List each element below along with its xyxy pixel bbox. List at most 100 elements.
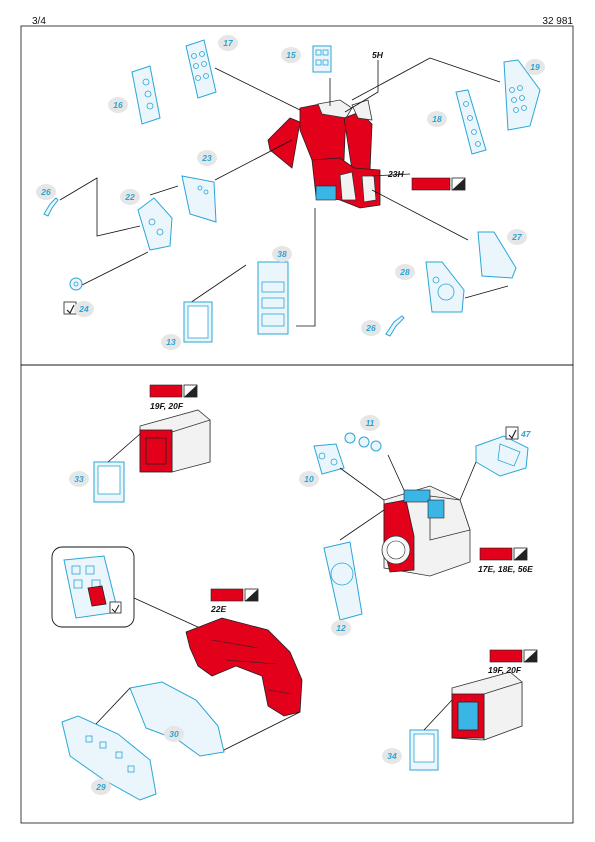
half-tone-square-icon [452, 178, 465, 190]
code-c3: 22E [210, 604, 226, 614]
svg-text:18: 18 [432, 114, 442, 124]
svg-text:19: 19 [530, 62, 540, 72]
svg-text:22: 22 [124, 192, 135, 202]
label-27: 27 [507, 229, 527, 245]
part-16-panel [131, 65, 161, 125]
svg-text:13: 13 [166, 337, 176, 347]
label-47: 47 [520, 429, 532, 439]
svg-text:11: 11 [366, 418, 375, 428]
svg-text:12: 12 [336, 623, 346, 633]
label-15: 15 [281, 47, 301, 63]
svg-text:29: 29 [95, 782, 106, 792]
paint-chip-c3 [210, 588, 259, 602]
label-5h: 5H [372, 50, 384, 60]
label-13: 13 [161, 334, 181, 350]
label-12: 12 [331, 620, 351, 636]
bend-symbol-icon [66, 304, 75, 315]
part-13-frame [183, 301, 213, 343]
cockpit-console-assembly [267, 99, 381, 209]
leader-30 [223, 711, 301, 751]
label-26a: 26 [36, 184, 56, 200]
svg-text:30: 30 [169, 729, 179, 739]
part-19-panel [503, 59, 541, 131]
label-23h: 23H [387, 169, 404, 179]
part-15-panel [312, 45, 332, 73]
lower-panel-frame [20, 364, 574, 824]
svg-text:24: 24 [78, 304, 89, 314]
label-17: 17 [218, 35, 238, 51]
paint-chip-c1 [149, 384, 198, 398]
part-29-panel [61, 715, 157, 801]
upper-panel-frame [20, 25, 574, 366]
inset-detail [51, 546, 135, 628]
part-18-panel [455, 89, 487, 155]
part-26-lever-b [385, 315, 405, 337]
leader-29 [95, 687, 131, 725]
svg-text:28: 28 [399, 267, 410, 277]
part-24-wheel [69, 277, 83, 291]
part-30-panel [129, 681, 225, 757]
instrument-box-34 [451, 671, 523, 741]
part-23-panel [181, 175, 217, 223]
label-33: 33 [69, 471, 89, 487]
leader-47 [459, 461, 477, 501]
half-tone-square-icon [245, 589, 258, 601]
label-10: 10 [299, 471, 319, 487]
leader-34 [423, 699, 453, 731]
fold-symbol-icon [111, 604, 120, 613]
svg-text:10: 10 [304, 474, 314, 484]
half-tone-square-icon [524, 650, 537, 662]
instrument-box-33 [139, 409, 211, 473]
label-28: 28 [395, 264, 415, 280]
svg-text:26: 26 [40, 187, 51, 197]
label-38: 38 [272, 246, 292, 262]
instrument-box-right [381, 485, 471, 577]
leader-12 [339, 509, 385, 541]
label-16: 16 [108, 97, 128, 113]
paint-chip-c2 [479, 547, 528, 561]
part-38-panel [257, 261, 289, 335]
paint-chip-c4 [489, 649, 538, 663]
kit-code: 32 981 [542, 16, 573, 27]
bend-symbol-icon [508, 429, 517, 440]
part-26-lever [43, 197, 59, 217]
part-28-panel [425, 261, 465, 313]
part-11-discs [344, 432, 382, 452]
svg-text:15: 15 [286, 50, 296, 60]
leader-lines-upper [59, 57, 509, 327]
part-27-panel [477, 231, 517, 279]
leader-11 [387, 454, 405, 491]
part-17-panel [185, 39, 217, 99]
part-33-frame [93, 461, 125, 503]
svg-text:26: 26 [365, 323, 376, 333]
page-number: 3/4 [32, 16, 46, 27]
svg-text:17: 17 [223, 38, 234, 48]
leader-33 [107, 433, 141, 463]
part-10-panel [313, 443, 345, 475]
label-11: 11 [360, 415, 380, 431]
leader-10 [339, 467, 385, 501]
code-c4: 19F, 20F [488, 665, 522, 675]
label-19: 19 [525, 59, 545, 75]
bend-symbol-47 [505, 426, 519, 440]
label-22: 22 [120, 189, 140, 205]
svg-text:33: 33 [74, 474, 84, 484]
label-30: 30 [164, 726, 184, 742]
red-instrument-coaming [185, 617, 303, 717]
half-tone-square-icon [184, 385, 197, 397]
label-18: 18 [427, 111, 447, 127]
part-12-panel [323, 541, 363, 621]
part-34-frame [409, 729, 439, 771]
leader-inset [133, 597, 201, 629]
code-c1: 19F, 20F [150, 401, 184, 411]
svg-text:34: 34 [387, 751, 397, 761]
part-47-bracket [475, 435, 529, 477]
part-22-panel [137, 197, 173, 251]
label-29: 29 [91, 779, 111, 795]
label-34: 34 [382, 748, 402, 764]
svg-text:27: 27 [511, 232, 523, 242]
code-c2: 17E, 18E, 56E [478, 564, 533, 574]
paint-chip-23h [411, 177, 466, 191]
label-26b: 26 [361, 320, 381, 336]
